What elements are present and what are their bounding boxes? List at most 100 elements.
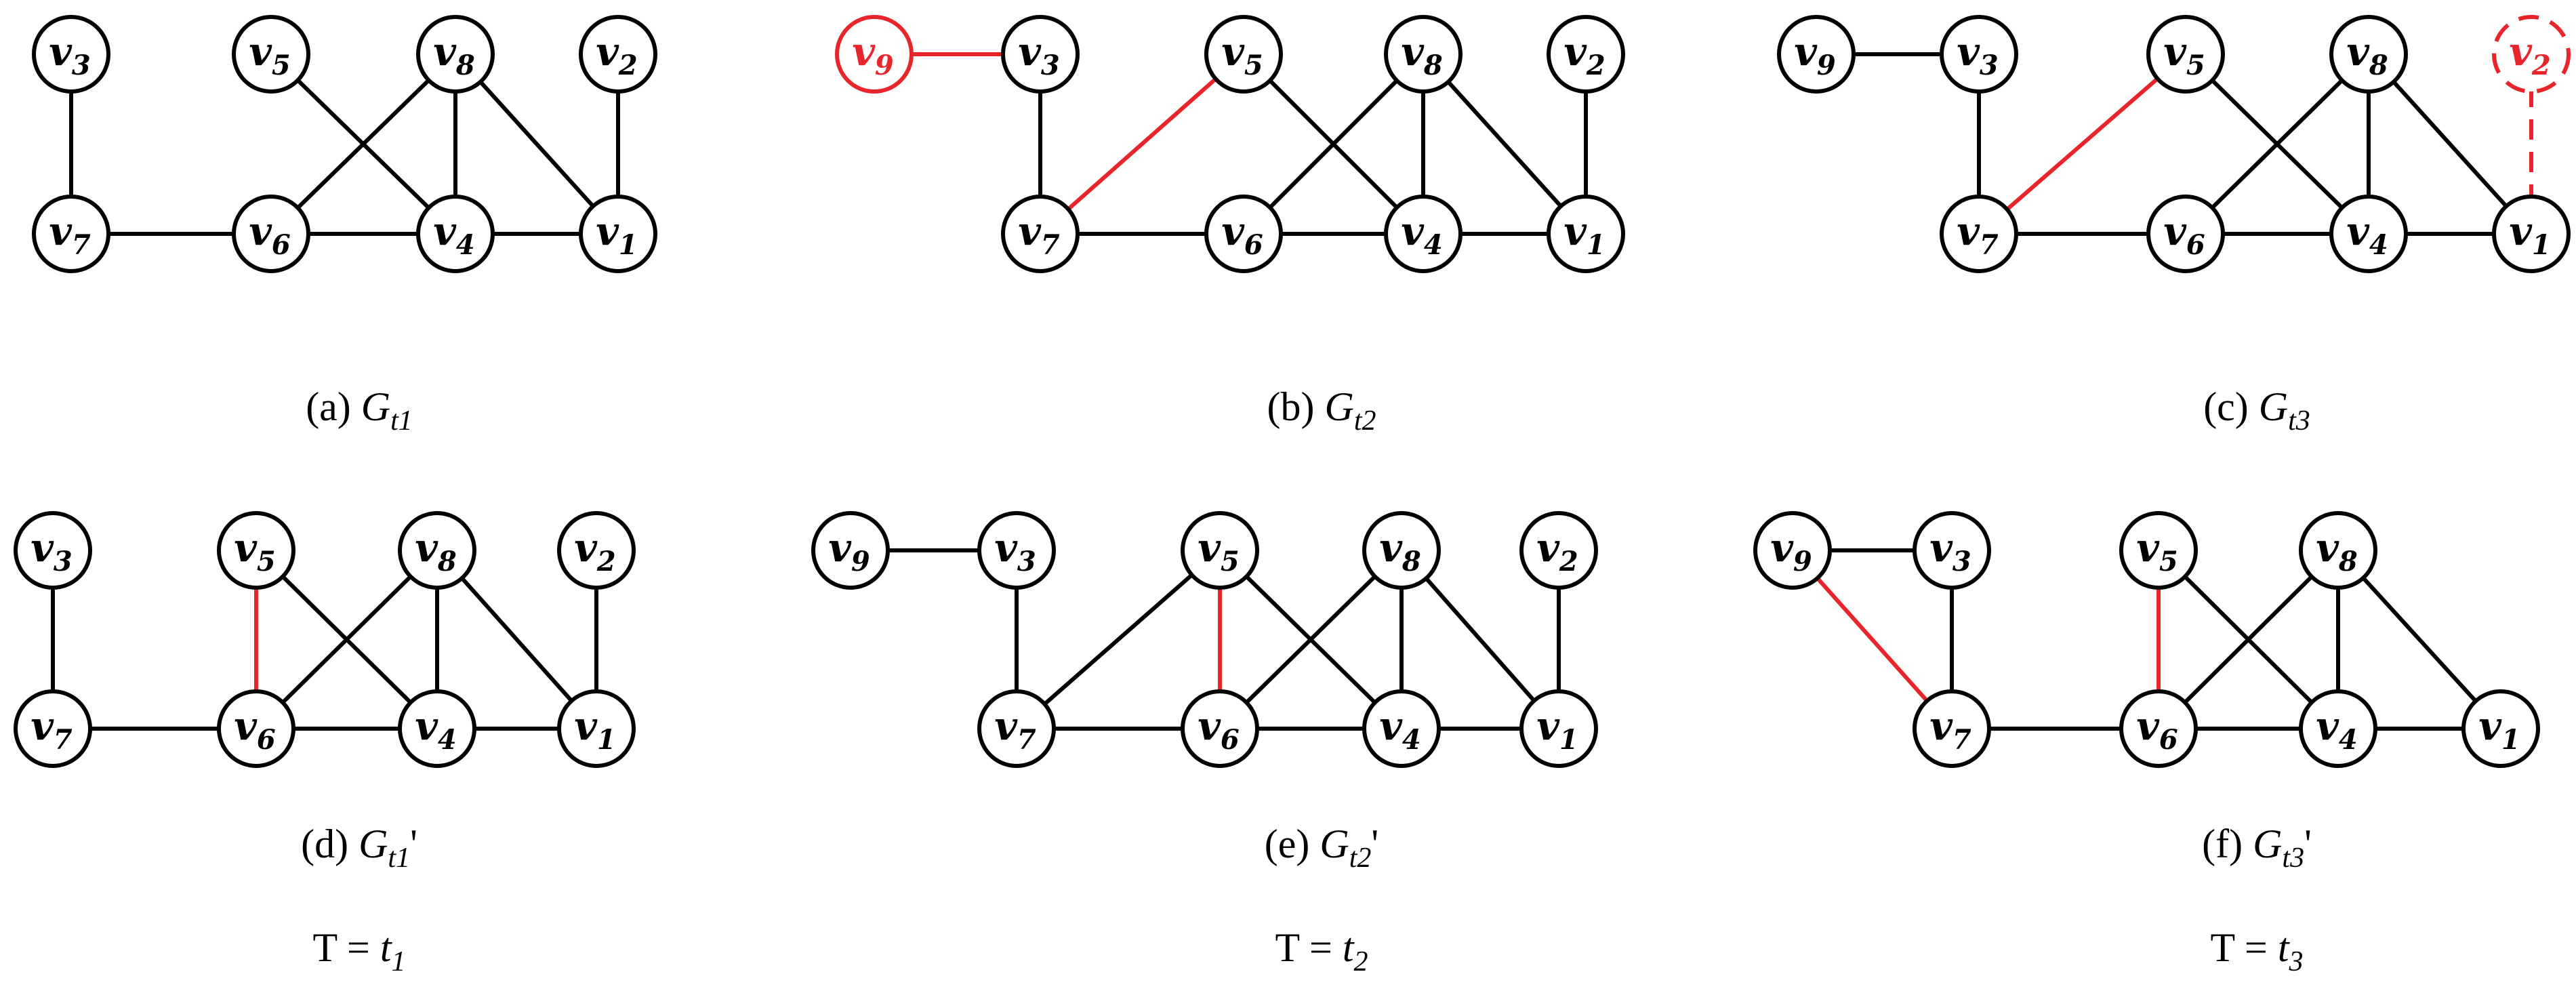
node-label: v8 <box>2346 28 2388 81</box>
node-circle <box>1777 15 1856 94</box>
node-circle <box>232 15 310 94</box>
node-label: v4 <box>2316 703 2358 756</box>
caption-a: (a) Gt1 <box>306 384 413 437</box>
node-label: v6 <box>234 703 276 756</box>
node-label: v5 <box>1221 28 1263 81</box>
edge-v8-v6 <box>269 52 457 236</box>
node-v2: v2 <box>1547 15 1625 94</box>
node-v5: v5 <box>2146 15 2225 94</box>
node-v1: v1 <box>1519 689 1598 768</box>
node-circle <box>1519 689 1598 768</box>
node-label: v4 <box>433 208 475 261</box>
node-label: v6 <box>2136 703 2178 756</box>
node-label: v5 <box>1198 525 1240 577</box>
node-label: v1 <box>1536 703 1578 756</box>
node-label: v8 <box>2316 525 2358 577</box>
node-circle <box>2329 15 2408 94</box>
node-circle <box>2461 689 2540 768</box>
node-circle <box>1001 15 1080 94</box>
node-v4: v4 <box>2299 689 2377 768</box>
node-label: v1 <box>574 703 616 756</box>
edge-v5-v7 <box>1978 52 2187 236</box>
node-v1: v1 <box>2492 195 2571 273</box>
node-label: v3 <box>1929 525 1971 577</box>
node-circle <box>977 689 1056 768</box>
node-v8: v8 <box>2299 511 2377 590</box>
node-v6: v6 <box>2119 689 2198 768</box>
node-label: v2 <box>596 28 638 81</box>
caption-b: (b) Gt2 <box>1267 384 1376 437</box>
node-v2: v2 <box>557 511 636 590</box>
node-label: v7 <box>49 208 91 261</box>
node-label: v8 <box>433 28 475 81</box>
node-circle <box>2146 15 2225 94</box>
node-label: v7 <box>1957 208 1999 261</box>
node-circle <box>32 195 110 273</box>
node-v4: v4 <box>416 195 495 273</box>
node-v8: v8 <box>416 15 495 94</box>
edge-v8-v6 <box>2184 52 2371 236</box>
node-label: v7 <box>1018 208 1060 261</box>
node-circle <box>2329 195 2408 273</box>
node-circle <box>1519 511 1598 590</box>
node-v3: v3 <box>14 511 92 590</box>
node-circle <box>2119 511 2198 590</box>
node-circle <box>2492 15 2571 94</box>
node-v8: v8 <box>1384 15 1463 94</box>
node-v7: v7 <box>32 195 110 273</box>
node-circle <box>1384 195 1463 273</box>
node-v7: v7 <box>1001 195 1080 273</box>
node-v9: v9 <box>811 511 890 590</box>
node-label: v8 <box>415 525 457 577</box>
node-v3: v3 <box>1913 511 1991 590</box>
node-v4: v4 <box>398 689 476 768</box>
node-label: v2 <box>1563 28 1606 81</box>
node-circle <box>1001 195 1080 273</box>
node-label: v1 <box>2509 208 2551 261</box>
node-circle <box>217 511 295 590</box>
node-circle <box>811 511 890 590</box>
node-circle <box>32 15 110 94</box>
node-v6: v6 <box>1181 689 1259 768</box>
node-v8: v8 <box>1362 511 1441 590</box>
node-v5: v5 <box>217 511 295 590</box>
node-circle <box>14 511 92 590</box>
node-circle <box>416 15 495 94</box>
node-v8: v8 <box>2329 15 2408 94</box>
edge-v8-v1 <box>453 52 620 236</box>
node-circle <box>579 15 657 94</box>
edge-v5-v7 <box>1015 548 1221 731</box>
node-label: v2 <box>1536 525 1578 577</box>
edge-v8-v1 <box>1399 549 1561 730</box>
edge-v8-v6 <box>254 548 439 731</box>
node-v1: v1 <box>557 689 636 768</box>
node-v3: v3 <box>1940 15 2018 94</box>
node-v3: v3 <box>1001 15 1080 94</box>
edge-v8-v1 <box>435 549 598 730</box>
node-v9: v9 <box>1753 511 1832 590</box>
node-v5: v5 <box>1181 511 1259 590</box>
node-label: v1 <box>1563 208 1606 261</box>
node-circle <box>1204 195 1283 273</box>
edge-v5-v7 <box>1039 52 1245 236</box>
edge-v8-v6 <box>1242 52 1425 236</box>
node-label: v3 <box>1018 28 1060 81</box>
node-label: v9 <box>1770 525 1812 577</box>
node-label: v5 <box>249 28 291 81</box>
node-v5: v5 <box>1204 15 1283 94</box>
node-circle <box>217 689 295 768</box>
node-circle <box>1181 689 1259 768</box>
node-v7: v7 <box>977 689 1056 768</box>
node-label: v6 <box>1198 703 1240 756</box>
node-circle <box>2146 195 2225 273</box>
node-circle <box>1913 689 1991 768</box>
caption-d: (d) Gt1' <box>301 822 417 874</box>
node-circle <box>1940 15 2018 94</box>
node-label: v5 <box>2163 28 2205 81</box>
node-label: v9 <box>1794 28 1836 81</box>
node-v2: v2 <box>579 15 657 94</box>
